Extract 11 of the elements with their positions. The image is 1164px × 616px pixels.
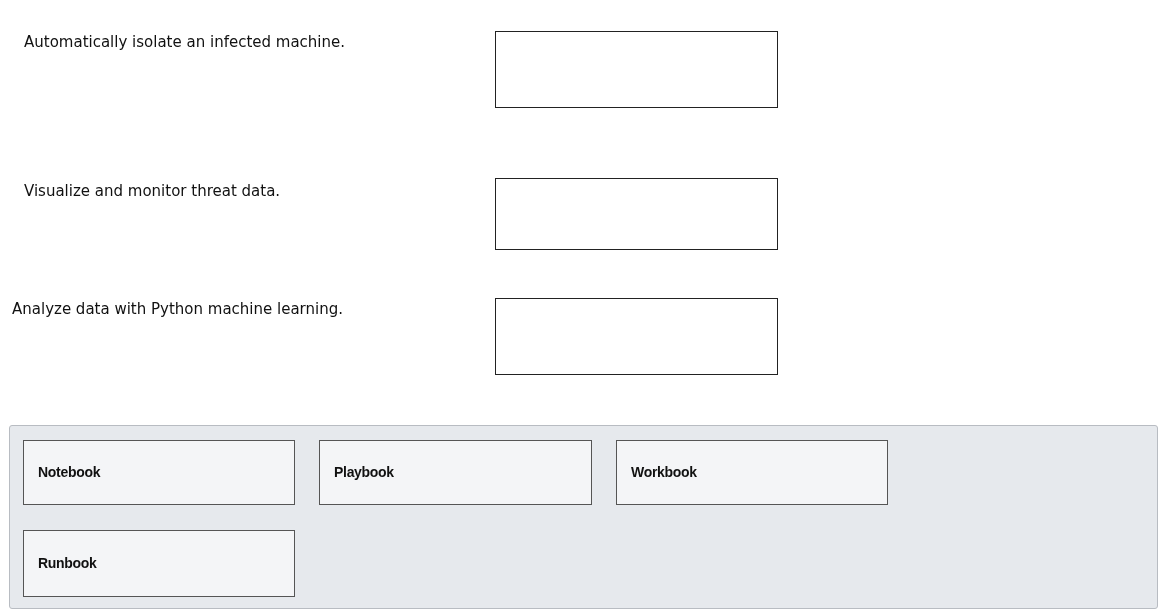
option-card: Playbook — [319, 440, 592, 505]
option-card: Runbook — [23, 530, 295, 597]
prompt-text: Automatically isolate an infected machine. — [24, 32, 346, 53]
answer-box — [495, 178, 778, 250]
answer-box — [495, 31, 778, 108]
prompt-text: Analyze data with Python machine learning. — [12, 299, 343, 320]
option-card: Workbook — [616, 440, 888, 505]
option-card: Notebook — [23, 440, 295, 505]
prompt-text: Visualize and monitor threat data. — [24, 181, 281, 202]
option-panel — [9, 425, 1158, 609]
answer-box — [495, 298, 778, 375]
